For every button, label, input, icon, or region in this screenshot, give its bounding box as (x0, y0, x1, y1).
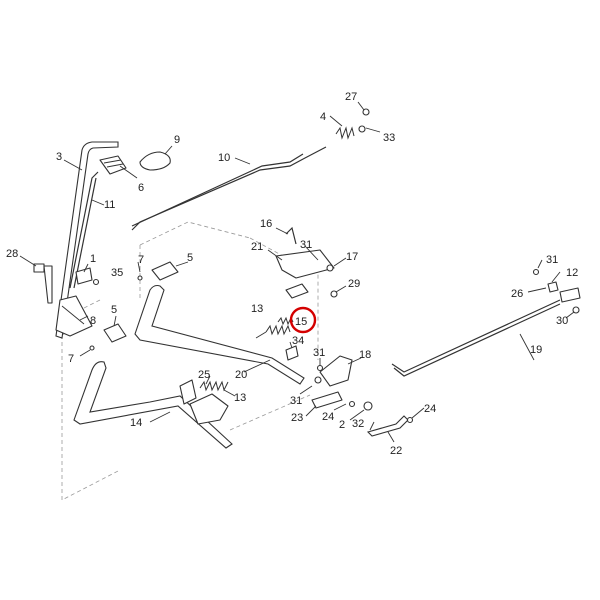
label-31d: 31 (290, 395, 302, 407)
label-24a: 24 (424, 403, 436, 415)
part-21-plate (275, 226, 335, 279)
part-4-spring-fitting (335, 108, 370, 140)
part-19-rod (391, 299, 561, 377)
label-31b: 31 (546, 254, 558, 266)
label-20: 20 (235, 369, 247, 381)
label-13b: 13 (234, 392, 246, 404)
part-1-bracket (75, 267, 100, 286)
label-15: 15 (295, 316, 307, 328)
label-7a: 7 (138, 254, 144, 266)
part-5-pads (103, 261, 179, 343)
small-parts-31-34 (285, 345, 324, 372)
part-8-guide (55, 295, 93, 337)
label-19: 19 (530, 344, 542, 356)
label-5b: 5 (111, 304, 117, 316)
label-17: 17 (346, 251, 358, 263)
label-26: 26 (511, 288, 523, 300)
label-29: 29 (348, 278, 360, 290)
end-fittings-12-26-30 (532, 268, 581, 314)
highlight-circle (289, 306, 317, 334)
part-11-rod (69, 171, 99, 289)
label-9: 9 (174, 134, 180, 146)
label-33: 33 (383, 132, 395, 144)
label-34: 34 (292, 335, 304, 347)
part-20-lever-bar (134, 284, 305, 385)
part-7-pins (89, 275, 143, 351)
part-28-bolt (33, 263, 53, 304)
part-9-knob (139, 145, 173, 171)
label-32: 32 (352, 418, 364, 430)
linkage-parts-22-24 (311, 391, 414, 437)
label-35: 35 (111, 267, 123, 279)
label-5a: 5 (187, 252, 193, 264)
label-3: 3 (56, 151, 62, 163)
part-18-bracket (314, 355, 353, 387)
part-13-springs (199, 324, 291, 392)
label-30: 30 (556, 315, 568, 327)
label-31c: 31 (313, 347, 325, 359)
label-16: 16 (260, 218, 272, 230)
label-7b: 7 (68, 353, 74, 365)
label-14: 14 (130, 417, 142, 429)
label-13a: 13 (251, 303, 263, 315)
label-1: 1 (90, 253, 96, 265)
part-10-cable (131, 146, 327, 231)
part-labels: 1 2 3 4 5 5 6 7 7 8 9 10 11 12 13 13 14 … (6, 91, 578, 457)
label-6: 6 (138, 182, 144, 194)
label-23: 23 (291, 412, 303, 424)
label-24b: 24 (322, 411, 334, 423)
label-27: 27 (345, 91, 357, 103)
label-4: 4 (320, 111, 326, 123)
label-11: 11 (104, 199, 115, 211)
part-6-grip (99, 155, 127, 175)
nuts-17-29 (285, 264, 338, 299)
label-2: 2 (339, 419, 345, 431)
label-31a: 31 (300, 239, 312, 251)
label-8: 8 (90, 315, 96, 327)
label-10: 10 (218, 152, 230, 164)
label-25: 25 (198, 369, 210, 381)
label-28: 28 (6, 248, 18, 260)
label-21: 21 (251, 241, 263, 253)
label-12: 12 (566, 267, 578, 279)
leader-lines (19, 101, 575, 443)
label-18: 18 (359, 349, 371, 361)
label-22: 22 (390, 445, 402, 457)
part-14-lower-lever (73, 361, 233, 449)
